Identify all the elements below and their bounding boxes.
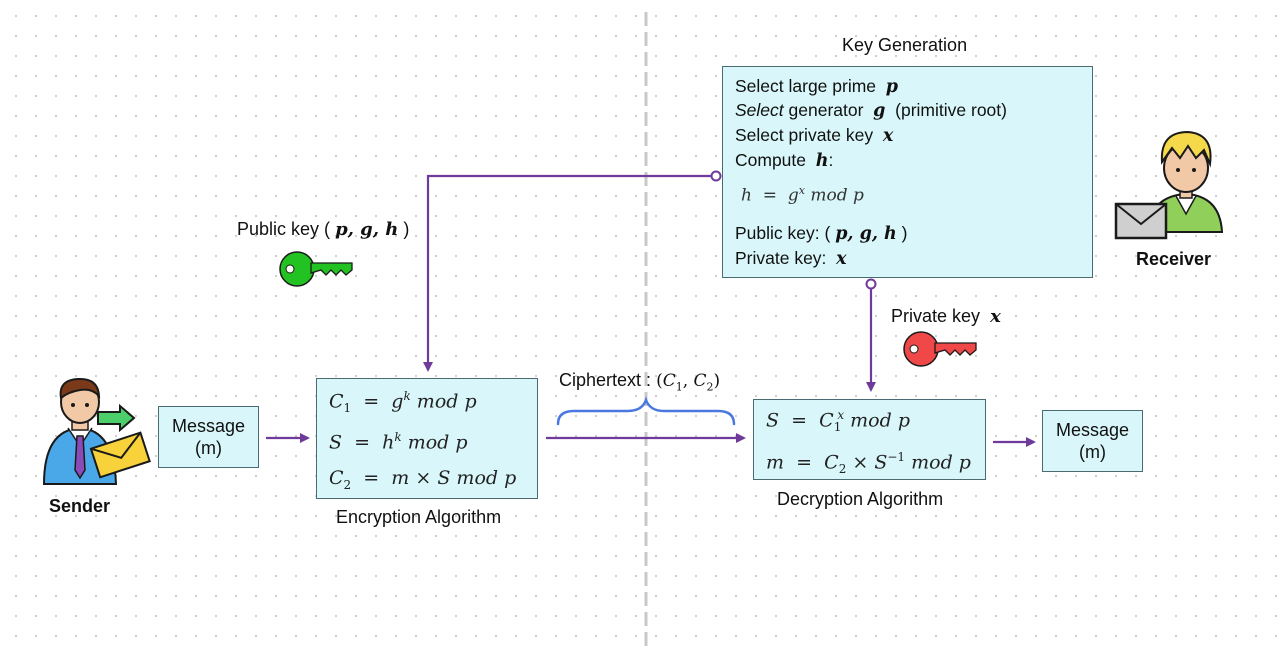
kg-line-prime: Select large prime p <box>735 76 899 97</box>
private-key-arrow-origin <box>865 278 877 290</box>
encryption-eq-c2: C2 = m × S mod p <box>329 467 517 492</box>
encryption-box: C1 = gk mod p S = hk mod p C2 = m × S mo… <box>316 378 538 499</box>
ciphertext-brace <box>556 396 736 426</box>
private-key-icon <box>903 331 977 367</box>
message-right-box: Message (m) <box>1042 410 1143 472</box>
private-key-label: Private key x <box>891 306 1001 327</box>
kg-formula: h = gx mod p <box>741 184 864 206</box>
kg-line-generator: Select generator g (primitive root) <box>735 100 1007 121</box>
message-left-line2: (m) <box>195 438 222 458</box>
kg-line-private: Select private key x <box>735 125 894 146</box>
sender-avatar-icon <box>42 377 151 485</box>
message-right-line1: Message <box>1055 420 1130 440</box>
decryption-box: S = C1x mod p m = C2 × S−1 mod p <box>753 399 986 480</box>
decryption-eq-m: m = C2 × S−1 mod p <box>766 450 971 477</box>
encryption-eq-c1: C1 = gk mod p <box>329 389 477 416</box>
receiver-avatar-icon <box>1114 130 1224 240</box>
receiver-label: Receiver <box>1136 249 1212 269</box>
message-left-box: Message (m) <box>158 406 259 468</box>
kg-public-key: Public key: ( p, g, h ) <box>735 223 908 244</box>
public-key-icon <box>279 251 353 287</box>
encryption-caption: Encryption Algorithm <box>336 507 502 527</box>
message-right-line2: (m) <box>1079 442 1106 462</box>
kg-private-key: Private key: x <box>735 248 847 269</box>
key-generation-title: Key Generation <box>842 35 968 55</box>
decryption-eq-s: S = C1x mod p <box>766 408 910 435</box>
sender-label: Sender <box>49 496 111 516</box>
ciphertext-label: Ciphertext : (C1, C2) <box>559 370 721 394</box>
key-generation-box: Select large prime p Select generator g … <box>722 66 1093 278</box>
decryption-caption: Decryption Algorithm <box>777 489 944 509</box>
encryption-eq-s: S = hk mod p <box>329 430 468 454</box>
public-key-label: Public key ( p, g, h ) <box>237 219 410 240</box>
public-key-arrow <box>423 174 716 372</box>
kg-line-compute: Compute h: <box>735 150 834 171</box>
public-key-arrow-origin <box>710 170 722 182</box>
message-left-line1: Message <box>171 416 246 436</box>
